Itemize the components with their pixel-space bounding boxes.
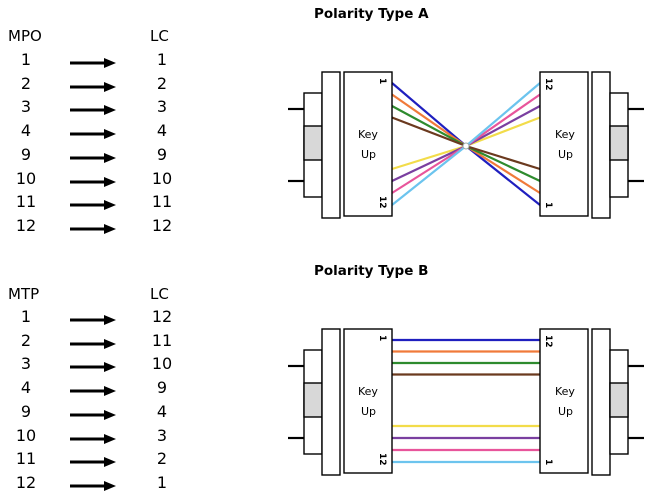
- type-b-left-header: MTP: [8, 285, 40, 303]
- type_b-from-7: 12: [15, 472, 37, 492]
- type_a-left-up-label: Up: [361, 148, 376, 161]
- type_b-from-4: 9: [20, 401, 32, 421]
- right-arrow-icon: [70, 430, 116, 444]
- type_a-left-sleeve: [321, 71, 341, 219]
- type_a-from-4: 9: [20, 144, 32, 164]
- type_b-left-key: [303, 382, 323, 418]
- right-arrow-icon: [70, 453, 116, 468]
- type_b-left-top-pin-label: 1: [377, 335, 387, 341]
- right-arrow-icon: [70, 196, 116, 211]
- type_a-from-3: 4: [20, 121, 32, 141]
- type_b-from-6: 11: [15, 449, 37, 469]
- right-arrow-icon: [70, 54, 116, 68]
- type_b-left-up-label: Up: [361, 405, 376, 418]
- type_b-left-key-label: Key: [358, 385, 378, 398]
- type_a-right-bottom-pin-label: 1: [543, 202, 553, 208]
- type_b-right-top-pin-label: 12: [543, 335, 553, 348]
- right-arrow-icon: [70, 125, 116, 140]
- type_b-left-body: [343, 328, 393, 474]
- type_a-to-3: 4: [156, 121, 168, 141]
- type_a-right-body: [539, 71, 589, 217]
- type_b-right-up-label: Up: [558, 405, 573, 418]
- type-b-title: Polarity Type B: [314, 263, 429, 279]
- type_a-left-body: [343, 71, 393, 217]
- type_a-left-key-label: Key: [358, 128, 378, 141]
- type_a-right-key-label: Key: [555, 128, 575, 141]
- right-arrow-icon: [70, 382, 116, 397]
- type_b-right-key: [609, 382, 629, 418]
- right-arrow-icon: [70, 311, 116, 325]
- type_a-left-key: [303, 125, 323, 161]
- type_b-to-5: 3: [156, 425, 168, 445]
- type_a-to-5: 10: [151, 168, 173, 188]
- type_a-right-sleeve: [591, 71, 611, 219]
- type_b-to-6: 2: [156, 449, 168, 469]
- right-arrow-icon: [70, 173, 116, 187]
- right-arrow-icon: [70, 406, 116, 420]
- type_a-from-7: 12: [15, 215, 37, 235]
- type_b-to-3: 9: [156, 378, 168, 398]
- type-a-title: Polarity Type A: [314, 6, 429, 22]
- type_b-left-bottom-pin-label: 12: [377, 453, 387, 466]
- type_a-to-2: 3: [156, 97, 168, 117]
- right-arrow-icon: [70, 78, 116, 92]
- right-arrow-icon: [70, 149, 116, 163]
- type_b-right-bottom-pin-label: 1: [543, 459, 553, 465]
- right-arrow-icon: [70, 220, 116, 234]
- type_a-to-4: 9: [156, 144, 168, 164]
- type_a-from-5: 10: [15, 168, 37, 188]
- right-arrow-icon: [70, 358, 116, 373]
- type_a-to-1: 2: [156, 73, 168, 93]
- type_b-left-sleeve: [321, 328, 341, 476]
- type_b-to-1: 11: [151, 330, 173, 350]
- type_b-from-2: 3: [20, 354, 32, 374]
- type-b-right-header: LC: [150, 285, 169, 303]
- type-a-right-header: LC: [150, 27, 169, 45]
- type_b-to-2: 10: [151, 354, 173, 374]
- type_a-crossing-point: [462, 142, 470, 150]
- type_a-right-up-label: Up: [558, 148, 573, 161]
- type_b-right-key-label: Key: [555, 385, 575, 398]
- type_b-to-7: 1: [156, 472, 168, 492]
- type_a-to-7: 12: [151, 215, 173, 235]
- type_b-right-body: [539, 328, 589, 474]
- type_a-to-6: 11: [151, 192, 173, 212]
- type-a-left-header: MPO: [8, 27, 42, 45]
- type_a-from-1: 2: [20, 73, 32, 93]
- type_a-from-0: 1: [20, 50, 32, 69]
- right-arrow-icon: [70, 477, 116, 491]
- type_b-from-5: 10: [15, 425, 37, 445]
- type_a-right-top-pin-label: 12: [543, 78, 553, 91]
- type_a-from-6: 11: [15, 192, 37, 212]
- type_b-from-3: 4: [20, 378, 32, 398]
- type_b-from-0: 1: [20, 307, 32, 326]
- type_b-right-sleeve: [591, 328, 611, 476]
- right-arrow-icon: [70, 101, 116, 116]
- type_b-to-0: 12: [151, 307, 173, 326]
- type_a-to-0: 1: [156, 50, 168, 69]
- type_a-left-bottom-pin-label: 12: [377, 196, 387, 209]
- type_a-left-top-pin-label: 1: [377, 78, 387, 84]
- type_b-to-4: 4: [156, 401, 168, 421]
- type_a-right-key: [609, 125, 629, 161]
- type_b-from-1: 2: [20, 330, 32, 350]
- right-arrow-icon: [70, 335, 116, 349]
- type_a-from-2: 3: [20, 97, 32, 117]
